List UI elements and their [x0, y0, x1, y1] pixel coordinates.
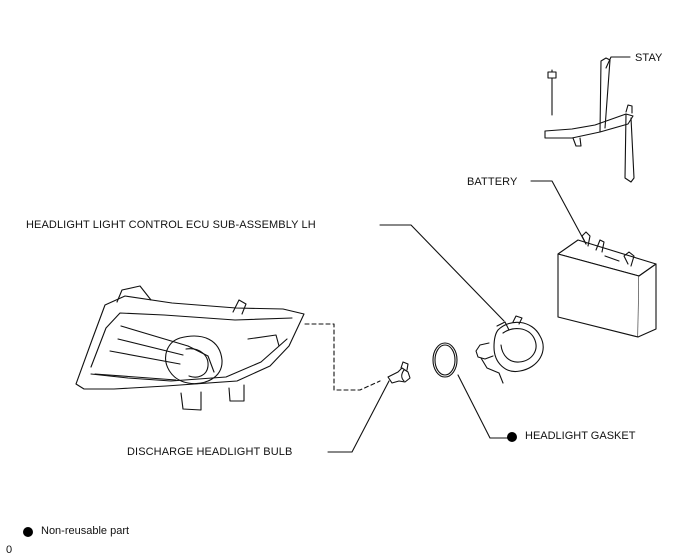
battery-label: BATTERY [467, 176, 518, 188]
ecu-subassembly-label: HEADLIGHT LIGHT CONTROL ECU SUB-ASSEMBLY… [26, 219, 316, 231]
non-reusable-marker-icon [507, 431, 517, 442]
legend-marker-icon [23, 526, 33, 537]
headlight-gasket-illustration [432, 342, 458, 378]
page-marker: 0 [6, 544, 13, 556]
leader-lines [327, 56, 631, 453]
non-reusable-legend: Non-reusable part [23, 526, 129, 537]
headlight-gasket-callout: HEADLIGHT GASKET [507, 431, 635, 442]
ecu-subassembly-illustration [475, 315, 544, 384]
headlight-gasket-label: HEADLIGHT GASKET [525, 430, 636, 442]
stay-label: STAY [635, 52, 663, 64]
stay-bracket-illustration [544, 57, 635, 183]
battery-illustration [557, 231, 657, 338]
discharge-bulb-label: DISCHARGE HEADLIGHT BULB [127, 446, 293, 458]
legend-text: Non-reusable part [41, 525, 130, 537]
headlight-assembly-illustration [75, 285, 305, 411]
headlight-dashed-guides [304, 323, 399, 391]
discharge-bulb-illustration [387, 361, 411, 384]
